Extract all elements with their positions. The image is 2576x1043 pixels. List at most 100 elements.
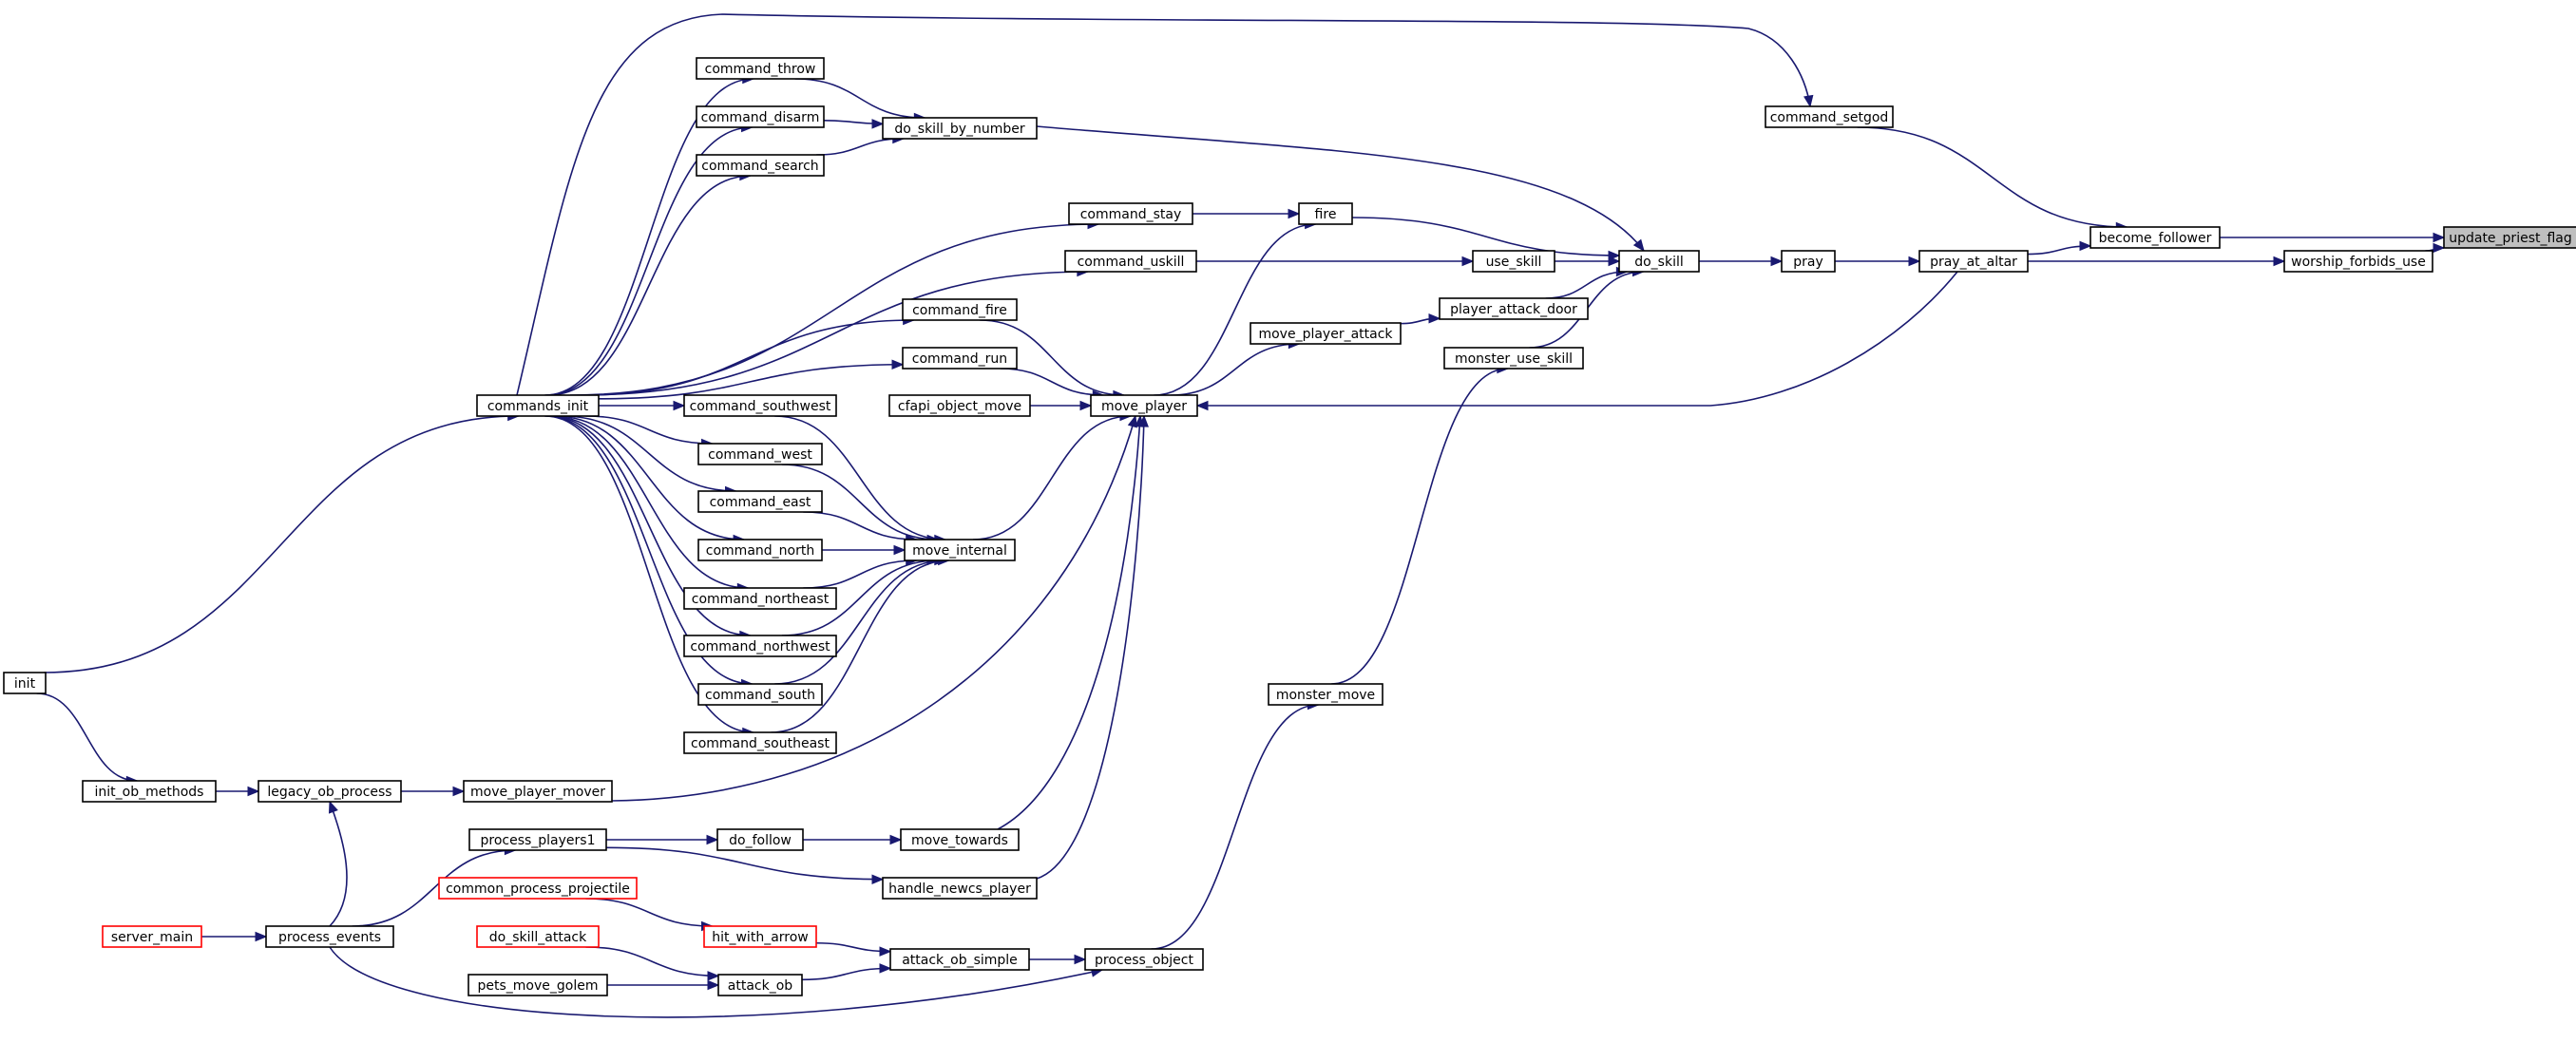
node-box[interactable] <box>904 539 1016 561</box>
node-worship_forbids_use[interactable]: worship_forbids_use <box>2283 250 2433 273</box>
node-box[interactable] <box>1064 250 1197 273</box>
node-pets_move_golem[interactable]: pets_move_golem <box>467 974 608 996</box>
node-box[interactable] <box>1918 250 2029 273</box>
node-box[interactable] <box>697 443 823 465</box>
node-common_process_projectile[interactable]: common_process_projectile <box>438 877 638 900</box>
node-pray[interactable]: pray <box>1781 250 1836 273</box>
node-box[interactable] <box>1765 105 1894 128</box>
node-process_players1[interactable]: process_players1 <box>468 828 607 851</box>
node-hit_with_arrow[interactable]: hit_with_arrow <box>703 925 817 948</box>
node-box[interactable] <box>265 925 394 948</box>
node-box[interactable] <box>2283 250 2433 273</box>
node-legacy_ob_process[interactable]: legacy_ob_process <box>258 780 402 803</box>
node-box[interactable] <box>438 877 638 900</box>
node-player_attack_door[interactable]: player_attack_door <box>1439 297 1589 320</box>
node-update_priest_flag[interactable]: update_priest_flag <box>2443 226 2576 249</box>
node-box[interactable] <box>902 298 1018 321</box>
node-cfapi_object_move[interactable]: cfapi_object_move <box>888 394 1031 417</box>
node-box[interactable] <box>882 117 1038 140</box>
node-command_southeast[interactable]: command_southeast <box>683 731 837 754</box>
node-attack_ob[interactable]: attack_ob <box>717 974 803 996</box>
node-box[interactable] <box>703 925 817 948</box>
node-move_internal[interactable]: move_internal <box>904 539 1016 561</box>
node-box[interactable] <box>1618 250 1700 273</box>
node-box[interactable] <box>1781 250 1836 273</box>
node-pray_at_altar[interactable]: pray_at_altar <box>1918 250 2029 273</box>
node-box[interactable] <box>476 925 600 948</box>
node-do_skill[interactable]: do_skill <box>1618 250 1700 273</box>
node-command_setgod[interactable]: command_setgod <box>1765 105 1894 128</box>
node-box[interactable] <box>696 57 825 80</box>
node-box[interactable] <box>716 828 804 851</box>
node-command_west[interactable]: command_west <box>697 443 823 465</box>
node-monster_move[interactable]: monster_move <box>1268 683 1383 706</box>
node-command_fire[interactable]: command_fire <box>902 298 1018 321</box>
node-server_main[interactable]: server_main <box>102 925 202 948</box>
node-command_run[interactable]: command_run <box>902 347 1018 370</box>
node-box[interactable] <box>697 683 823 706</box>
node-handle_newcs_player[interactable]: handle_newcs_player <box>882 877 1038 900</box>
node-process_object[interactable]: process_object <box>1084 948 1204 971</box>
node-box[interactable] <box>696 154 825 177</box>
node-box[interactable] <box>468 828 607 851</box>
node-do_follow[interactable]: do_follow <box>716 828 804 851</box>
node-box[interactable] <box>683 587 837 610</box>
node-move_towards[interactable]: move_towards <box>900 828 1020 851</box>
node-box[interactable] <box>889 948 1030 971</box>
node-box[interactable] <box>476 394 600 417</box>
node-command_northeast[interactable]: command_northeast <box>683 587 837 610</box>
node-become_follower[interactable]: become_follower <box>2089 226 2221 249</box>
node-move_player_mover[interactable]: move_player_mover <box>463 780 613 803</box>
node-init[interactable]: init <box>3 672 47 694</box>
node-box[interactable] <box>683 635 837 657</box>
node-box[interactable] <box>1084 948 1204 971</box>
node-command_disarm[interactable]: command_disarm <box>696 105 825 128</box>
node-box[interactable] <box>82 780 217 803</box>
node-do_skill_by_number[interactable]: do_skill_by_number <box>882 117 1038 140</box>
node-box[interactable] <box>902 347 1018 370</box>
node-init_ob_methods[interactable]: init_ob_methods <box>82 780 217 803</box>
node-box[interactable] <box>1090 394 1198 417</box>
node-use_skill[interactable]: use_skill <box>1472 250 1555 273</box>
node-move_player[interactable]: move_player <box>1090 394 1198 417</box>
node-box[interactable] <box>697 490 823 513</box>
node-monster_use_skill[interactable]: monster_use_skill <box>1443 347 1584 370</box>
node-box[interactable] <box>900 828 1020 851</box>
node-command_northwest[interactable]: command_northwest <box>683 635 837 657</box>
node-box[interactable] <box>697 539 823 561</box>
node-box[interactable] <box>683 394 837 417</box>
node-command_east[interactable]: command_east <box>697 490 823 513</box>
node-commands_init[interactable]: commands_init <box>476 394 600 417</box>
node-box[interactable] <box>102 925 202 948</box>
node-box[interactable] <box>683 731 837 754</box>
node-command_south[interactable]: command_south <box>697 683 823 706</box>
node-box[interactable] <box>2443 226 2576 249</box>
node-box[interactable] <box>1268 683 1383 706</box>
node-attack_ob_simple[interactable]: attack_ob_simple <box>889 948 1030 971</box>
node-box[interactable] <box>3 672 47 694</box>
node-box[interactable] <box>696 105 825 128</box>
node-box[interactable] <box>463 780 613 803</box>
node-command_throw[interactable]: command_throw <box>696 57 825 80</box>
node-do_skill_attack[interactable]: do_skill_attack <box>476 925 600 948</box>
node-command_uskill[interactable]: command_uskill <box>1064 250 1197 273</box>
node-box[interactable] <box>1439 297 1589 320</box>
node-box[interactable] <box>1298 202 1353 225</box>
node-box[interactable] <box>1443 347 1584 370</box>
node-command_search[interactable]: command_search <box>696 154 825 177</box>
node-box[interactable] <box>717 974 803 996</box>
node-box[interactable] <box>1472 250 1555 273</box>
node-box[interactable] <box>258 780 402 803</box>
node-box[interactable] <box>467 974 608 996</box>
node-process_events[interactable]: process_events <box>265 925 394 948</box>
node-box[interactable] <box>1250 322 1402 345</box>
node-box[interactable] <box>882 877 1038 900</box>
node-move_player_attack[interactable]: move_player_attack <box>1250 322 1402 345</box>
node-box[interactable] <box>1068 202 1193 225</box>
node-box[interactable] <box>888 394 1031 417</box>
node-command_southwest[interactable]: command_southwest <box>683 394 837 417</box>
node-fire[interactable]: fire <box>1298 202 1353 225</box>
node-command_north[interactable]: command_north <box>697 539 823 561</box>
node-command_stay[interactable]: command_stay <box>1068 202 1193 225</box>
node-box[interactable] <box>2089 226 2221 249</box>
